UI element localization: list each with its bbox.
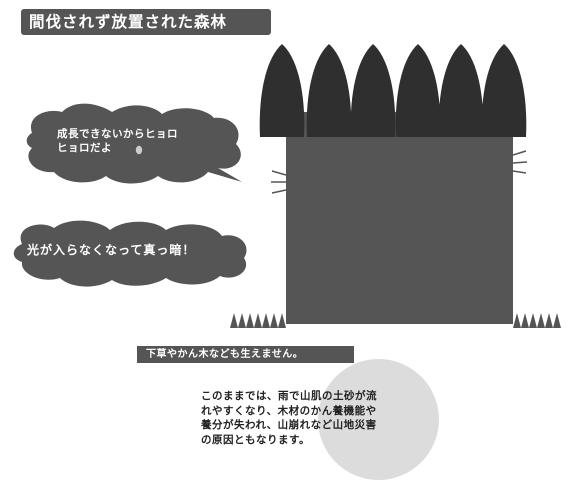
bubble-text-thin-line1: 成長できないからヒョロ [57, 128, 178, 140]
speech-bubble-thin [26, 103, 242, 184]
bubble-text-thin: 成長できないからヒョロ ヒョロだよ [57, 127, 178, 155]
consequence-text: このままでは、雨で山肌の土砂が流 れやすくなり、木材のかん養機能や 養分が失われ… [201, 390, 377, 446]
tree-crown-3 [350, 44, 396, 137]
speech-bubble-dark [13, 220, 247, 287]
bubble-text-dark: 光が入らなくなって真っ暗！ [27, 243, 196, 257]
tree-crown-5 [438, 44, 484, 137]
tree-crown-4 [395, 44, 441, 137]
tree-crown-2 [306, 44, 352, 137]
ground-grass [230, 313, 561, 328]
tree-crown-6 [481, 44, 527, 137]
bubble-text-thin-line2: ヒョロだよ [57, 142, 112, 154]
page-title: 間伐されず放置された森林 [21, 9, 271, 35]
highlight-circle [318, 359, 439, 480]
undergrowth-label: 下草やかん木なども生えません。 [137, 346, 354, 363]
side-twigs [271, 150, 528, 194]
tree-crown-1 [259, 44, 305, 137]
dense-trunks-block [286, 112, 513, 324]
drop-icon [135, 145, 143, 155]
